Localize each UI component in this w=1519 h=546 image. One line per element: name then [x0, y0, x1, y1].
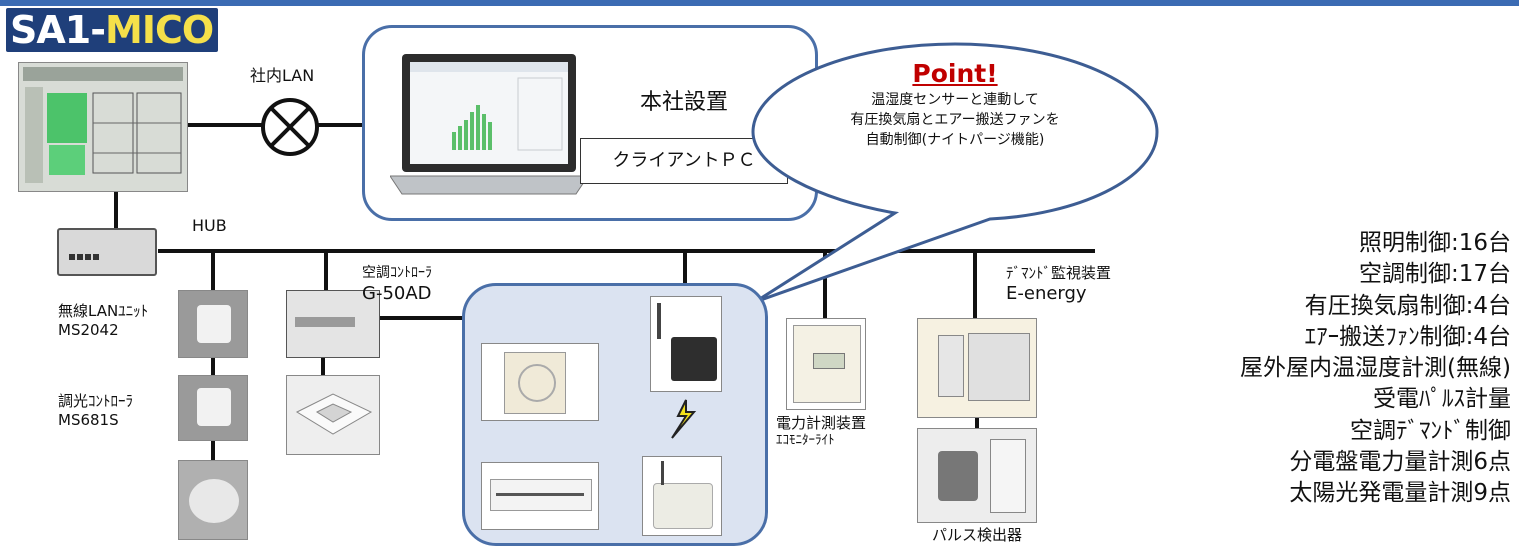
hq-label: 本社設置 [640, 90, 729, 115]
aircon-controller-label: 空調ｺﾝﾄﾛｰﾗ G-50AD [362, 265, 432, 304]
pulse-detector-label: パルス検出器 [932, 526, 1023, 544]
server-screen-image [18, 62, 188, 192]
dimmer-label: 調光ｺﾝﾄﾛｰﾗ MS681S [58, 392, 134, 429]
pulse-detector-image [917, 428, 1037, 523]
feature-item: 空調ﾃﾞﾏﾝﾄﾞ制御 [1350, 417, 1511, 444]
feature-item: 屋外屋内温湿度計測(無線) [1240, 355, 1511, 382]
feature-item: 空調制御:17台 [1358, 261, 1511, 288]
power-meter-label: 電力計測装置 ｴｺﾓﾆﾀｰﾗｲﾄ [776, 414, 867, 448]
feature-item: 照明制御:16台 [1358, 230, 1511, 256]
power-meter-image [786, 318, 866, 410]
callout-line-3: 自動制御(ナイトパージ機能) [865, 132, 1045, 148]
feature-item: 太陽光発電量計測9点 [1289, 480, 1511, 507]
point-callout-bubble [751, 42, 1159, 304]
lan-label: 社内LAN [250, 66, 315, 85]
screen-thumbnail [23, 67, 183, 183]
callout-line-1: 温湿度センサーと連動して [871, 92, 1039, 108]
wireless-signal-icon [671, 399, 697, 439]
laptop-icon [390, 54, 588, 195]
aircon-controller-image [286, 290, 380, 358]
callout-text: Point! 温湿度センサーと連動して 有圧換気扇とエアー搬送ファンを 自動制御… [760, 58, 1150, 150]
ceiling-aircon-image [286, 375, 380, 455]
point-title: Point! [912, 59, 998, 88]
demand-monitor-image [917, 318, 1037, 418]
wireless-lan-unit-image [178, 290, 248, 358]
feature-item: 有圧換気扇制御:4台 [1304, 292, 1511, 319]
sensor-controller-image [650, 296, 722, 392]
humidity-sensor-image [642, 456, 722, 536]
hub-label: HUB [192, 216, 227, 235]
dimmer-controller-image [178, 375, 248, 441]
hub-device [57, 228, 157, 276]
feature-item: 分電盤電力量計測6点 [1289, 449, 1511, 476]
demand-monitor-label: ﾃﾞﾏﾝﾄﾞ監視装置 E-energy [1006, 264, 1112, 304]
pressure-fan-image [481, 343, 599, 421]
top-accent-bar [0, 0, 1519, 6]
callout-line-2: 有圧換気扇とエアー搬送ファンを [850, 112, 1060, 128]
light-fixture-image [178, 460, 248, 540]
feature-item: ｴｱｰ搬送ﾌｧﾝ制御:4台 [1304, 323, 1511, 350]
company-logo: SA1-MICO [6, 8, 218, 52]
router-symbol-icon [261, 98, 319, 156]
cassette-unit-icon [295, 393, 373, 435]
feature-item: 受電ﾊﾟﾙｽ計量 [1373, 386, 1511, 413]
wireless-lan-label: 無線LANﾕﾆｯﾄ MS2042 [58, 302, 149, 339]
client-pc-label: クライアントＰＣ [580, 138, 788, 184]
feature-list: 照明制御:16台 空調制御:17台 有圧換気扇制御:4台 ｴｱｰ搬送ﾌｧﾝ制御:… [1240, 228, 1511, 510]
air-transfer-fan-image [481, 462, 599, 530]
